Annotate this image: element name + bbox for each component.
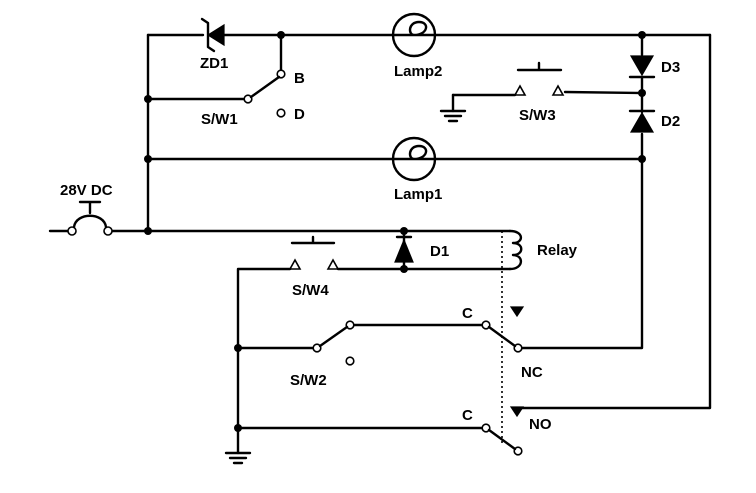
relay-contact-lower [481, 406, 525, 456]
sw4-contact-left [288, 258, 302, 270]
label-d3: D3 [661, 59, 680, 76]
label-power: 28V DC [60, 182, 113, 199]
labels: ZD1 Lamp2 Lamp1 D3 D2 D1 S/W1 B D S/W2 S… [60, 55, 680, 433]
power-terminal-right [103, 226, 113, 236]
lamp2 [391, 12, 437, 58]
switch-sw1 [243, 69, 286, 118]
label-sw1-b: B [294, 70, 305, 87]
label-lamp2: Lamp2 [394, 63, 442, 80]
sw1-terminal-d [276, 108, 286, 118]
junction-dot [144, 155, 152, 163]
ground-symbol-bottom [224, 451, 252, 465]
junction-dot [638, 31, 646, 39]
switch-sw3 [513, 61, 565, 96]
diode-d2 [628, 109, 656, 133]
ground-icon [224, 451, 252, 465]
junctions [144, 31, 646, 432]
label-lamp1: Lamp1 [394, 186, 442, 203]
power-input [67, 200, 113, 236]
ground-icon [439, 109, 467, 123]
label-zd1: ZD1 [200, 55, 228, 72]
power-cap [78, 200, 102, 215]
wires [48, 33, 712, 455]
label-sw1-d: D [294, 106, 305, 123]
sw2-terminal-lower [345, 356, 355, 366]
label-sw2: S/W2 [290, 372, 327, 389]
diode-d3 [628, 55, 656, 79]
label-d1: D1 [430, 243, 449, 260]
label-sw3: S/W3 [519, 107, 556, 124]
sw4-contact-right [326, 258, 340, 270]
label-c-lower: C [462, 407, 473, 424]
diode-d1 [394, 229, 414, 271]
wire-left-lower [236, 267, 292, 455]
power-arc [72, 214, 108, 229]
label-d2: D2 [661, 113, 680, 130]
lamp2-filament [391, 20, 437, 37]
relay-contact-upper [481, 306, 525, 353]
lamp1-filament [391, 144, 437, 161]
diode-d3-triangle [629, 55, 655, 77]
relay-contact-upper-arm [487, 325, 517, 348]
zener-diode-bar [200, 17, 216, 53]
label-nc: NC [521, 364, 543, 381]
switch-sw2 [312, 320, 355, 366]
label-sw1: S/W1 [201, 111, 238, 128]
diode-d2-triangle [629, 111, 655, 133]
label-no: NO [529, 416, 552, 433]
junction-dot [234, 424, 242, 432]
junction-dot [638, 155, 646, 163]
ground-symbol-sw3 [439, 109, 467, 123]
zener-diode-triangle [206, 23, 225, 47]
junction-dot [277, 31, 285, 39]
power-terminal-left [67, 226, 77, 236]
sw3-actuator [516, 61, 563, 72]
switch-sw4 [288, 235, 340, 270]
junction-dot [638, 89, 646, 97]
zener-diode-zd1 [200, 17, 225, 53]
relay-contact-upper-arrow [509, 306, 525, 318]
sw4-actuator [290, 235, 336, 245]
sw1-lever [249, 75, 281, 99]
junction-dot [144, 95, 152, 103]
relay-coil-winding [508, 229, 523, 271]
wire-sw3-right [563, 90, 644, 95]
label-sw4: S/W4 [292, 282, 329, 299]
sw2-lever [318, 325, 349, 348]
sw3-contact-left [513, 84, 527, 96]
label-relay: Relay [537, 242, 578, 259]
wire-right-outer [520, 33, 712, 410]
junction-dot [234, 344, 242, 352]
wire-d2-nc [520, 132, 644, 350]
sw3-contact-right [551, 84, 565, 96]
junction-dot [144, 227, 152, 235]
label-c-upper: C [462, 305, 473, 322]
relay-contact-lower-arm [487, 428, 517, 451]
relay-contact-lower-arrow [509, 406, 525, 418]
lamp1 [391, 136, 437, 182]
